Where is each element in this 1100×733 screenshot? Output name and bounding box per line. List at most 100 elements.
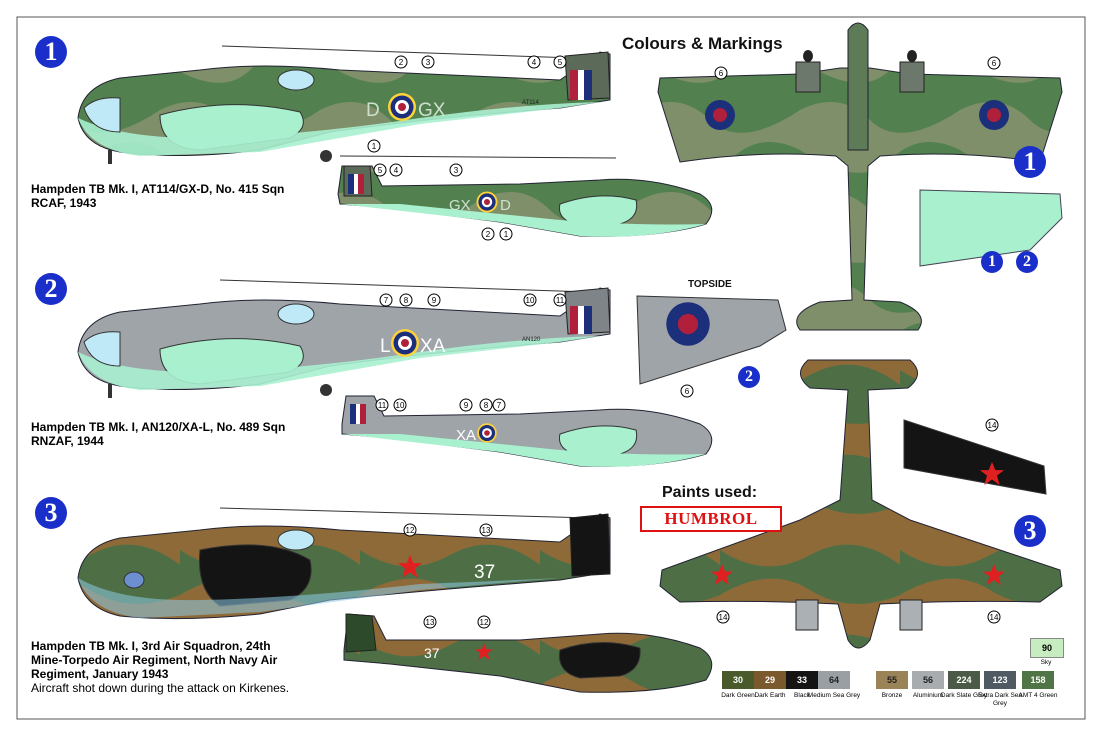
svg-text:14: 14 (988, 421, 997, 430)
svg-text:10: 10 (526, 296, 535, 305)
s1-small-sideview (337, 155, 713, 237)
svg-text:7: 7 (384, 296, 389, 305)
svg-text:12: 12 (406, 526, 415, 535)
paint-swatch: 224 (948, 671, 980, 689)
scheme-1-caption: Hampden TB Mk. I, AT114/GX-D, No. 415 Sq… (31, 182, 284, 210)
s2-code-big: XA (420, 336, 446, 357)
s2-small-sideview (341, 395, 713, 467)
scheme-1-badge: 1 (35, 36, 67, 68)
s2-small-code-big: XA (456, 427, 476, 444)
svg-text:2: 2 (486, 230, 491, 239)
paint-swatch: 158 (1022, 671, 1054, 689)
callout-s1: 2 3 4 5 1 5 4 3 2 1 (367, 55, 567, 241)
scheme-1-caption-line2: RCAF, 1943 (31, 196, 97, 210)
scheme-2-caption: Hampden TB Mk. I, AN120/XA-L, No. 489 Sq… (31, 420, 285, 448)
s3-number: 37 (474, 562, 495, 583)
paint-name: Aluminium (912, 692, 944, 699)
svg-text:6: 6 (719, 69, 724, 78)
svg-text:13: 13 (482, 526, 491, 535)
svg-text:7: 7 (497, 401, 502, 410)
scheme-2-caption-line2: RNZAF, 1944 (31, 434, 104, 448)
callouts: 2 3 4 5 1 5 4 3 2 1 7 8 9 10 11 11 10 9 … (367, 55, 1001, 629)
s1-small-code-big: GX (449, 197, 471, 214)
scheme-3-caption-line3: Regiment, January 1943 (31, 667, 169, 681)
topside-badge-2: 2 (738, 366, 760, 388)
svg-text:2: 2 (399, 58, 404, 67)
scheme-1-topview-badge: 1 (1014, 146, 1046, 178)
svg-text:1: 1 (504, 230, 509, 239)
scheme-3-caption-line2: Mine-Torpedo Air Regiment, North Navy Ai… (31, 653, 278, 667)
paint-swatch: 123 (984, 671, 1016, 689)
s2-serial: AN120 (522, 337, 541, 343)
s3-small-sideview (343, 613, 713, 693)
paint-name: Dark Slate Grey (940, 692, 988, 699)
svg-text:14: 14 (990, 613, 999, 622)
paint-name: Dark Green (721, 692, 755, 699)
scheme-2-caption-line1: Hampden TB Mk. I, AN120/XA-L, No. 489 Sq… (31, 420, 286, 434)
svg-text:4: 4 (532, 58, 537, 67)
page-title: Colours & Markings (622, 34, 783, 53)
wing-badge-1: 1 (981, 251, 1003, 273)
svg-text:3: 3 (454, 166, 459, 175)
svg-text:13: 13 (426, 618, 435, 627)
s2-large-sideview (77, 279, 611, 398)
s1-code-big: GX (418, 100, 446, 121)
paint-swatch: 33 (786, 671, 818, 689)
svg-text:5: 5 (558, 58, 563, 67)
scheme-1-caption-line1: Hampden TB Mk. I, AT114/GX-D, No. 415 Sq… (31, 182, 285, 196)
scheme-3-badge: 3 (35, 497, 67, 529)
paint-name: Bronze (881, 692, 903, 699)
s1-large-sideview (77, 45, 611, 164)
scheme-3-caption-line4: Aircraft shot down during the attack on … (31, 681, 290, 695)
svg-text:9: 9 (464, 401, 469, 410)
paint-swatch: 56 (912, 671, 944, 689)
s3-black-wing (903, 419, 1047, 495)
topside-label: TOPSIDE (688, 279, 732, 290)
paint-swatch: 30 (722, 671, 754, 689)
paint-name: Medium Sea Grey (807, 692, 861, 699)
svg-text:6: 6 (685, 387, 690, 396)
paint-name: Extra Dark Sea Grey (977, 692, 1023, 707)
callout-s3: 12 13 13 12 (403, 523, 493, 629)
s1-code-letter: D (366, 100, 380, 121)
svg-text:3: 3 (426, 58, 431, 67)
s2-code-letter: L (380, 336, 391, 357)
svg-text:1: 1 (372, 142, 377, 151)
svg-text:5: 5 (378, 166, 383, 175)
paint-name: Black (794, 692, 810, 699)
paint-name: AMT 4 Green (1018, 692, 1058, 699)
svg-text:11: 11 (378, 401, 387, 410)
callout-s2: 7 8 9 10 11 11 10 9 8 7 (375, 293, 567, 412)
s12-underside-wing (919, 189, 1063, 267)
callout-wing: 6 6 6 14 14 14 (680, 56, 1001, 624)
svg-text:12: 12 (480, 618, 489, 627)
humbrol-logo: HUMBROL (640, 506, 782, 532)
s2-topside-wing (636, 295, 787, 385)
svg-text:9: 9 (432, 296, 437, 305)
paints-heading: Paints used: (662, 484, 758, 501)
svg-text:11: 11 (556, 296, 565, 305)
s3-top-planview (659, 359, 1063, 649)
s1-serial: AT114 (522, 100, 539, 106)
scheme-3-topview-badge: 3 (1014, 515, 1046, 547)
svg-text:8: 8 (404, 296, 409, 305)
scheme-3-caption-line1: Hampden TB Mk. I, 3rd Air Squadron, 24th (31, 639, 271, 653)
svg-text:8: 8 (484, 401, 489, 410)
scheme-3-caption: Hampden TB Mk. I, 3rd Air Squadron, 24th… (31, 639, 289, 695)
svg-text:10: 10 (396, 401, 405, 410)
paint-name: Dark Earth (754, 692, 786, 699)
s3-large-sideview (77, 507, 611, 620)
s1-top-planview (657, 22, 1063, 331)
svg-text:6: 6 (992, 59, 997, 68)
scheme-2-badge: 2 (35, 273, 67, 305)
s3-small-number: 37 (424, 645, 440, 661)
paint-swatch: 55 (876, 671, 908, 689)
wing-badge-2: 2 (1016, 251, 1038, 273)
svg-text:4: 4 (394, 166, 399, 175)
svg-text:14: 14 (719, 613, 728, 622)
sky-swatch: 90 (1030, 638, 1064, 658)
s1-small-code-letter: D (500, 197, 511, 214)
paint-swatch: 64 (818, 671, 850, 689)
